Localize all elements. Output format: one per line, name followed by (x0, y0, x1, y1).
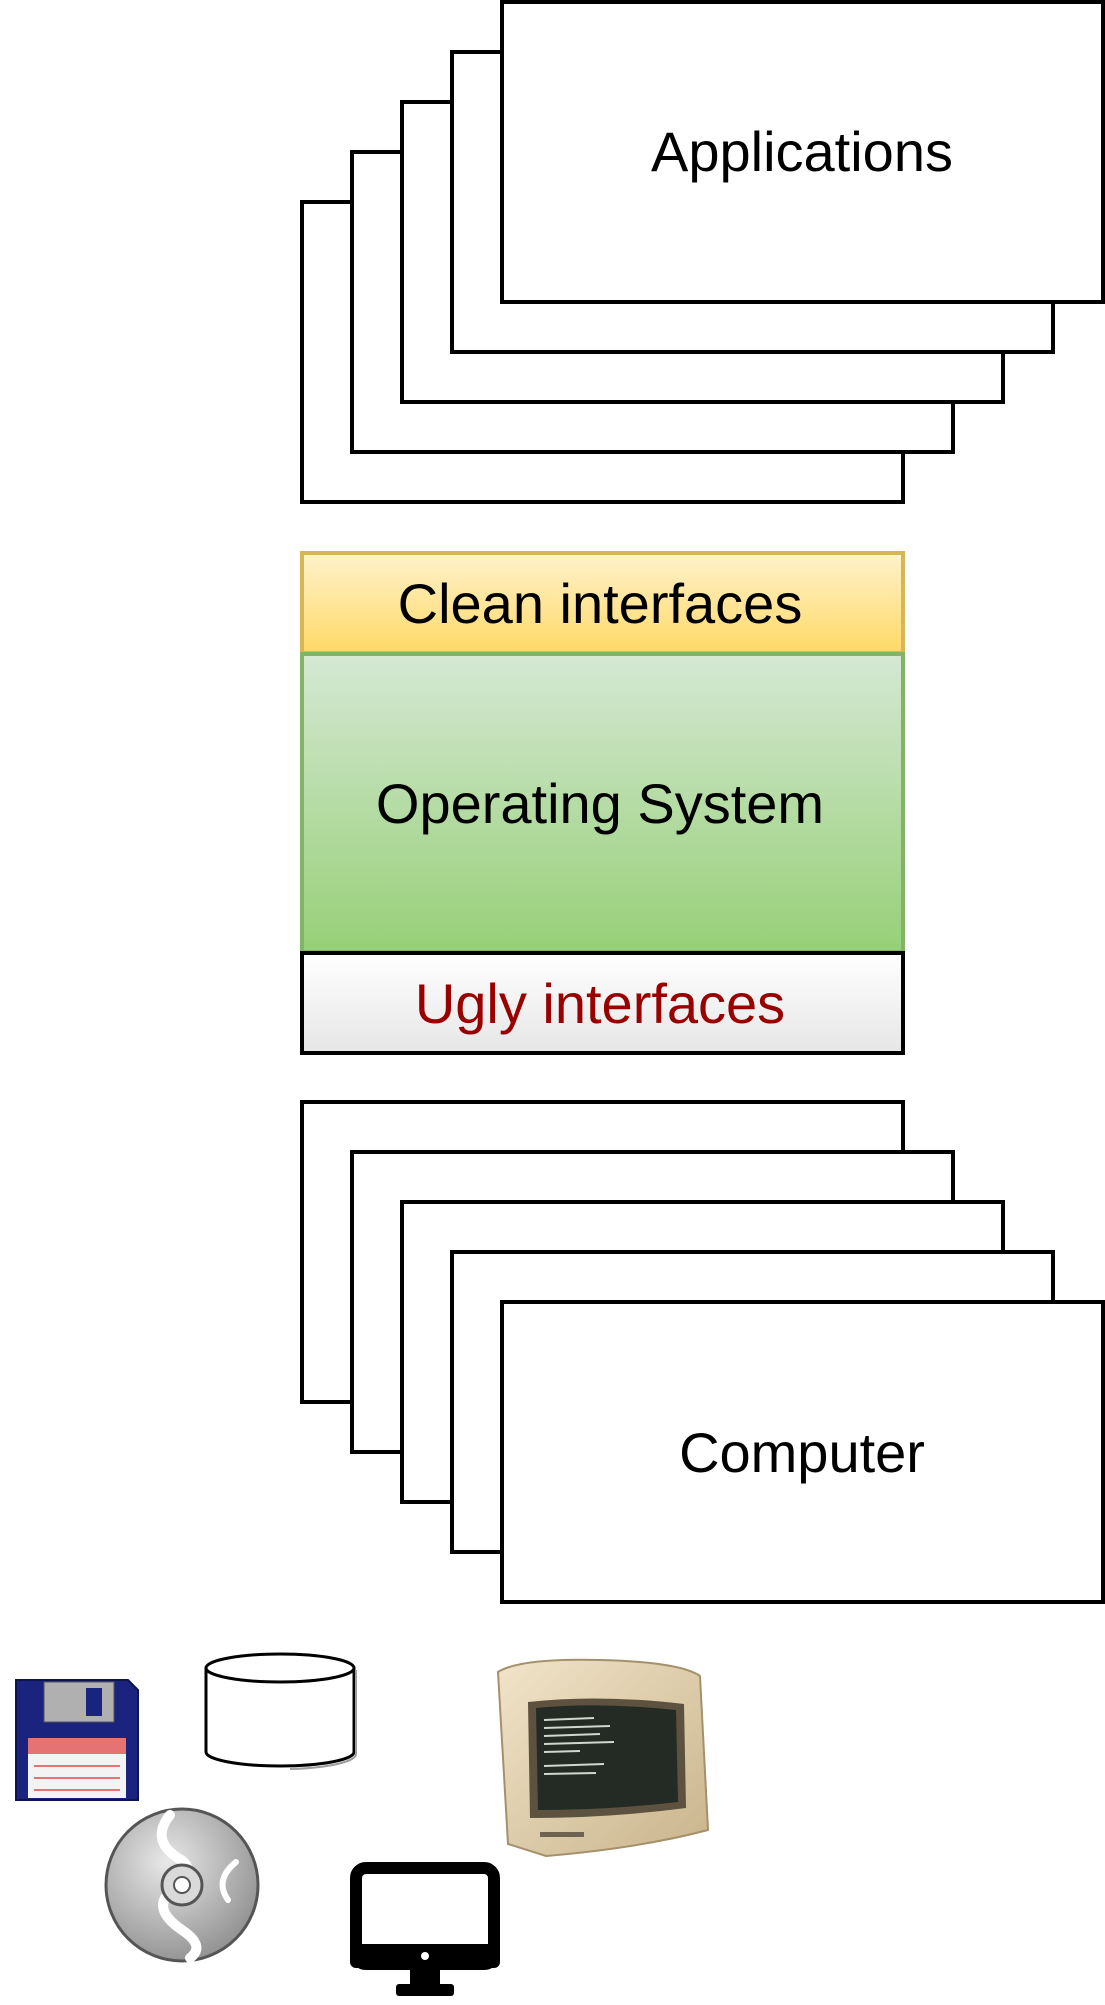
clean-interfaces-layer (300, 551, 905, 655)
applications-label: Applications (651, 120, 953, 183)
crt-monitor-icon (496, 1658, 710, 1858)
ugly-interfaces-layer (300, 951, 905, 1055)
computer-label: Computer (679, 1421, 925, 1484)
applications-stack (300, 0, 1105, 504)
floppy-disk-icon (15, 1679, 139, 1801)
application-card-front (500, 0, 1105, 304)
desktop-monitor-icon (350, 1862, 500, 1996)
computer-card-front (500, 1300, 1105, 1604)
database-cylinder-icon (204, 1652, 358, 1770)
computer-stack (300, 1100, 1105, 1604)
ugly-interfaces-label: Ugly interfaces (415, 972, 785, 1035)
clean-interfaces-label: Clean interfaces (398, 572, 803, 635)
operating-system-label: Operating System (376, 772, 824, 835)
cd-disc-icon (104, 1807, 260, 1963)
